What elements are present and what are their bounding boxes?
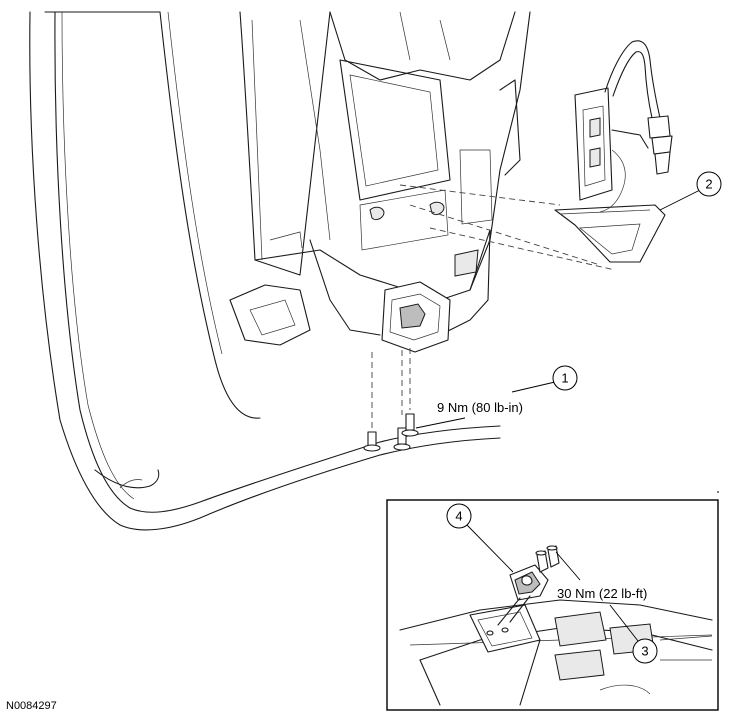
callout-4: 4 30 Nm (22 lb-ft): [446, 503, 647, 601]
callout-1: 1 9 Nm (80 lb-in): [415, 365, 578, 429]
artifact-dot: [717, 491, 719, 493]
inset-body-structure: [399, 599, 713, 706]
striker: [497, 564, 549, 626]
latch-assembly: [554, 40, 673, 263]
striker-detail-inset: 4 30 Nm (22 lb-ft) 3: [386, 499, 719, 711]
striker-bolts: [535, 545, 560, 573]
callout-3: 3: [609, 604, 658, 664]
latch-move-path: [399, 184, 616, 271]
bolt-left: [363, 431, 381, 452]
callout-4-number: 4: [455, 509, 462, 524]
callout-2: 2: [659, 171, 722, 211]
liftgate-panel: [29, 11, 501, 531]
callout-2-number: 2: [705, 177, 712, 192]
figure-id: N0084297: [6, 700, 57, 712]
bolt-right: [401, 413, 419, 437]
callout-1-torque-label: 9 Nm (80 lb-in): [437, 400, 523, 415]
latch-bolts: [363, 348, 419, 452]
latch-mount-area: [381, 281, 451, 353]
callout-4-torque-label: 30 Nm (22 lb-ft): [557, 586, 647, 601]
callout-1-number: 1: [561, 371, 568, 386]
liftgate-inner-frame: [229, 11, 531, 346]
callout-3-number: 3: [641, 644, 648, 659]
